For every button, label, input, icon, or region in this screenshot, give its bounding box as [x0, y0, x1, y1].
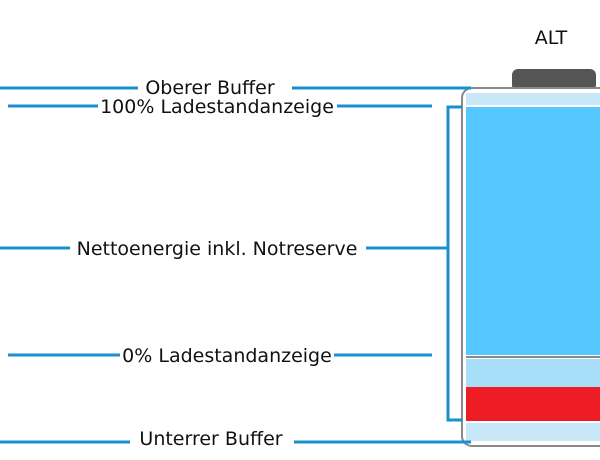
diagram-title: ALT	[535, 27, 568, 49]
emergency-reserve-fill	[466, 387, 600, 421]
battery-terminal	[512, 69, 596, 91]
label-soc-100: 100% Ladestandanzeige	[100, 96, 334, 118]
label-soc-0: 0% Ladestandanzeige	[122, 345, 332, 367]
label-lower-buffer: Unterrer Buffer	[139, 428, 282, 450]
upper-buffer-fill	[466, 93, 600, 105]
reserve-fill	[466, 359, 600, 387]
lower-buffer-fill	[466, 423, 600, 441]
net-energy-fill	[466, 107, 600, 355]
label-net-energy: Nettoenergie inkl. Notreserve	[77, 238, 358, 260]
label-upper-buffer: Oberer Buffer	[145, 77, 274, 99]
net-energy-bracket	[446, 105, 462, 422]
